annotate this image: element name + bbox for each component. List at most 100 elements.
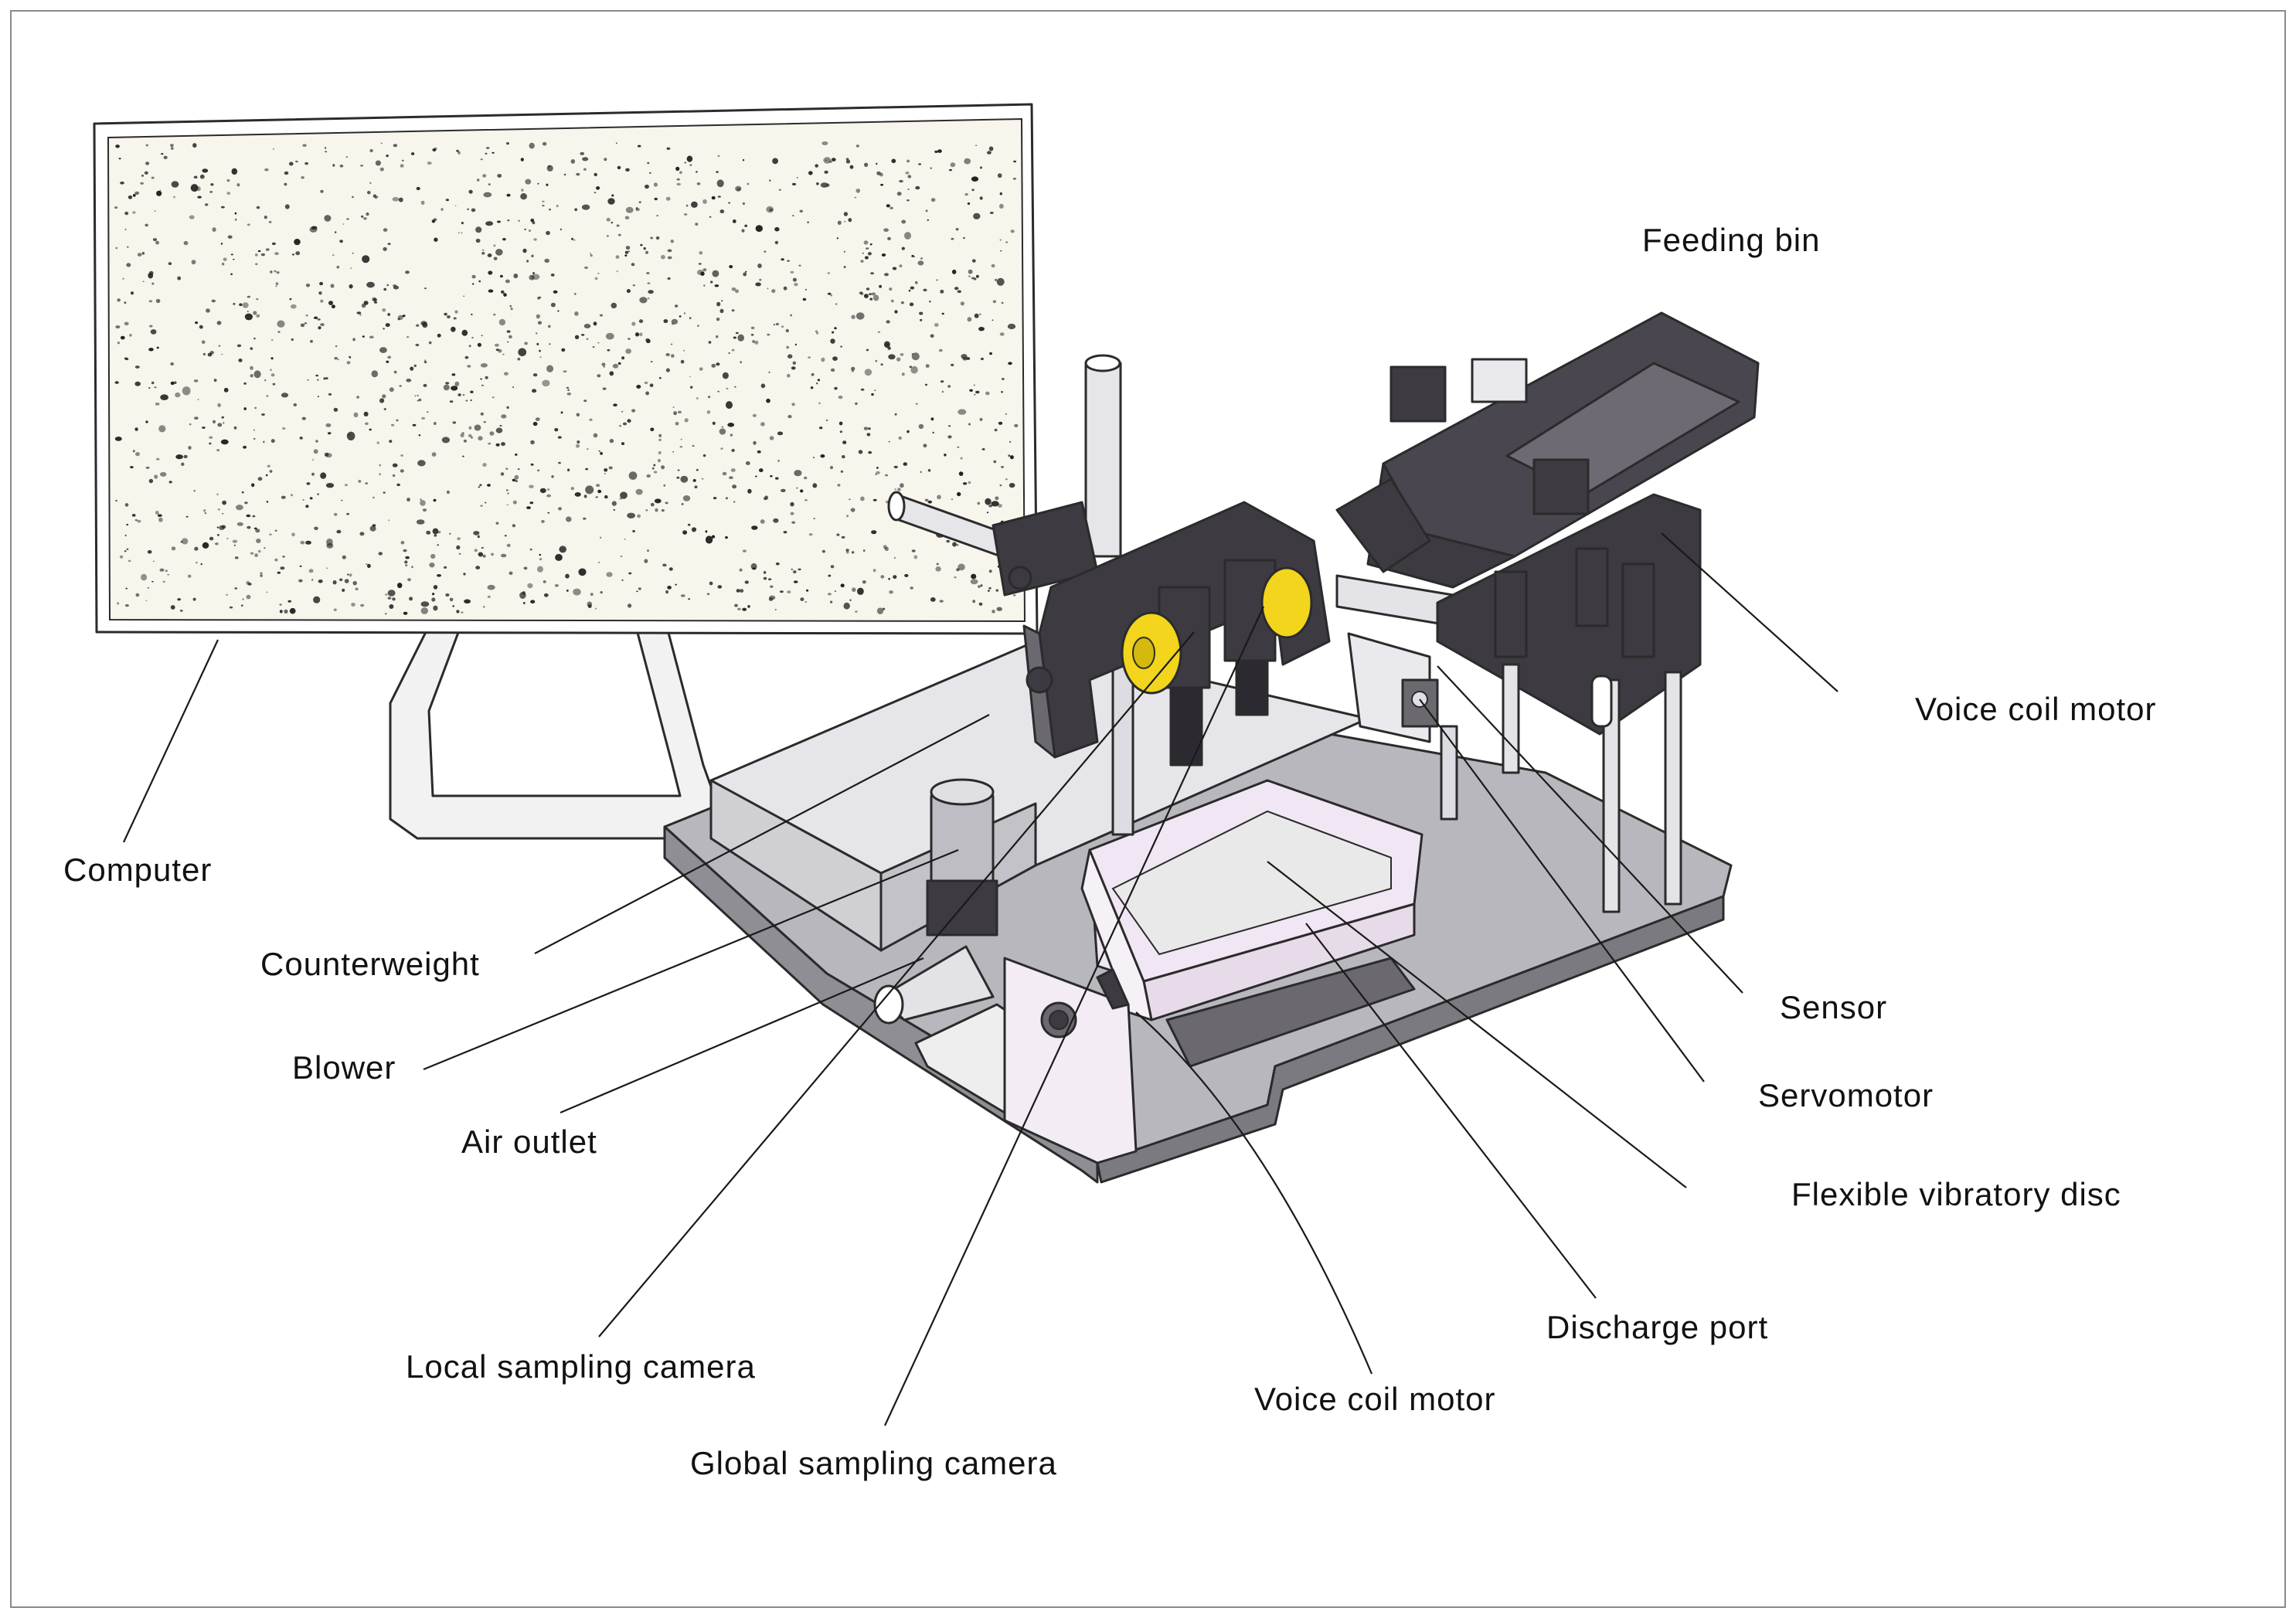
screen-particle <box>930 167 932 169</box>
screen-particle <box>668 567 673 571</box>
screen-particle <box>434 237 438 242</box>
screen-particle <box>120 335 125 340</box>
screen-particle <box>380 142 383 144</box>
screen-particle <box>417 399 420 402</box>
screen-particle <box>696 270 704 275</box>
screen-particle <box>735 289 739 294</box>
screen-particle <box>998 421 1003 425</box>
screen-particle <box>341 499 343 501</box>
screen-particle <box>131 291 134 295</box>
screen-particle <box>291 494 293 497</box>
screen-particle <box>454 381 460 387</box>
screen-particle <box>412 423 417 427</box>
screen-particle <box>980 357 984 361</box>
screen-particle <box>281 393 289 398</box>
screen-particle <box>646 272 650 274</box>
screen-particle <box>529 142 535 149</box>
screen-particle <box>480 158 483 161</box>
screen-particle <box>473 531 480 535</box>
screen-particle <box>236 183 240 187</box>
screen-particle <box>353 412 359 418</box>
screen-particle <box>524 342 528 345</box>
screen-particle <box>173 195 175 199</box>
screen-particle <box>499 274 503 278</box>
screen-particle <box>155 457 160 461</box>
screen-particle <box>647 297 650 300</box>
screen-particle <box>335 231 337 233</box>
screen-particle <box>778 189 781 191</box>
screen-particle <box>957 290 962 294</box>
screen-particle <box>777 460 780 462</box>
screen-particle <box>870 272 874 275</box>
screen-particle <box>295 251 301 256</box>
screen-particle <box>678 410 682 414</box>
screen-particle <box>302 499 304 501</box>
screen-particle <box>849 165 854 169</box>
screen-particle <box>599 314 604 317</box>
screen-particle <box>320 472 327 479</box>
screen-particle <box>505 279 510 284</box>
screen-particle <box>973 277 977 280</box>
screen-particle <box>717 390 719 393</box>
screen-particle <box>124 503 129 507</box>
screen-particle <box>663 319 668 324</box>
screen-particle <box>691 201 698 208</box>
screen-particle <box>1008 362 1012 365</box>
screen-particle <box>855 402 858 406</box>
screen-particle <box>722 471 727 476</box>
leader-counterweight <box>534 714 990 954</box>
screen-particle <box>468 345 471 348</box>
screen-particle <box>655 508 658 512</box>
screen-particle <box>365 482 369 484</box>
screen-particle <box>501 442 505 447</box>
screen-particle <box>170 362 174 365</box>
screen-particle <box>741 229 745 233</box>
screen-particle <box>991 501 999 507</box>
screen-particle <box>470 399 472 401</box>
screen-particle <box>417 460 426 467</box>
screen-particle <box>141 175 145 177</box>
screen-particle <box>837 484 841 487</box>
screen-particle <box>161 153 164 155</box>
screen-particle <box>768 597 774 601</box>
screen-particle <box>124 357 128 360</box>
screen-particle <box>997 173 1002 178</box>
screen-particle <box>514 474 519 480</box>
screen-particle <box>399 385 402 387</box>
screen-particle <box>869 293 872 296</box>
screen-particle <box>574 293 577 295</box>
screen-particle <box>209 436 213 439</box>
screen-particle <box>223 422 225 424</box>
screen-particle <box>996 607 1002 611</box>
screen-particle <box>482 463 487 467</box>
screen-particle <box>221 263 225 266</box>
screen-particle <box>905 171 910 175</box>
screen-particle <box>243 382 247 385</box>
screen-particle <box>461 222 464 225</box>
screen-particle <box>265 248 270 251</box>
screen-particle <box>194 416 199 420</box>
screen-particle <box>836 533 840 536</box>
screen-particle <box>187 574 192 578</box>
screen-particle <box>543 593 549 597</box>
screen-particle <box>615 255 620 259</box>
screen-particle <box>888 354 896 360</box>
screen-particle <box>495 522 499 525</box>
screen-particle <box>927 219 929 222</box>
screen-particle <box>775 322 779 326</box>
label-local-sampling-camera: Local sampling camera <box>406 1348 756 1385</box>
screen-particle <box>732 219 736 223</box>
screen-particle <box>145 600 148 601</box>
screen-particle <box>255 529 260 533</box>
screen-particle <box>272 382 276 386</box>
screen-particle <box>667 256 672 260</box>
screen-particle <box>170 605 175 610</box>
screen-particle <box>781 258 784 261</box>
screen-particle <box>128 559 131 563</box>
screen-particle <box>474 549 478 552</box>
screen-particle <box>903 462 908 466</box>
screen-particle <box>934 323 939 327</box>
screen-particle <box>868 450 872 454</box>
screen-particle <box>665 353 670 356</box>
screen-particle <box>834 327 837 330</box>
